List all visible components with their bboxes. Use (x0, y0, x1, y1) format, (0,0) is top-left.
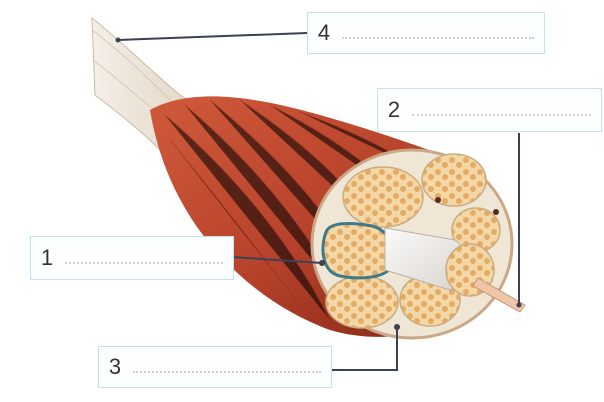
label-number: 4 (314, 20, 334, 46)
highlighted-fascicle (323, 224, 394, 278)
label-box-1[interactable]: 1 (30, 236, 234, 280)
answer-blank[interactable] (342, 37, 534, 39)
label-number: 3 (105, 354, 125, 380)
label-box-4[interactable]: 4 (307, 12, 545, 54)
label-box-3[interactable]: 3 (98, 346, 332, 388)
answer-blank[interactable] (412, 114, 591, 116)
answer-blank[interactable] (133, 371, 321, 373)
label-number: 2 (384, 97, 404, 123)
leader-line-4 (118, 33, 307, 40)
label-box-2[interactable]: 2 (377, 88, 602, 132)
answer-blank[interactable] (65, 262, 223, 264)
label-number: 1 (37, 245, 57, 271)
